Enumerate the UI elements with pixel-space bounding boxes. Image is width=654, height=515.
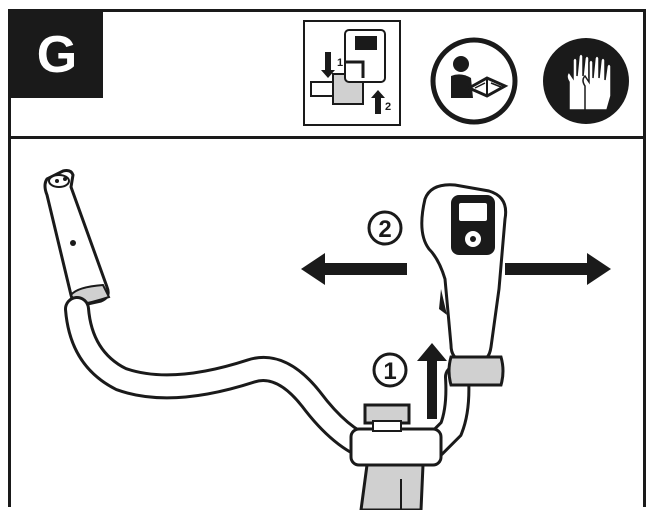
up-arrow-icon: [417, 343, 447, 419]
step-2-label: 2: [378, 216, 391, 243]
control-handle-icon: [420, 183, 508, 387]
assembly-thumbnail-icon: 1 2: [303, 20, 401, 126]
read-manual-icon: [429, 36, 519, 126]
thumbnail-step-1: 1: [337, 57, 343, 69]
right-arrow-icon: [505, 253, 611, 285]
step-1-label: 1: [383, 358, 396, 385]
instruction-panel: G 1 2: [8, 9, 646, 512]
step-1-marker: 1: [372, 352, 408, 388]
left-arrow-icon: [301, 253, 407, 285]
left-grip-icon: [43, 169, 111, 307]
panel-header: G 1 2: [11, 12, 643, 139]
assembly-illustration: 2 1: [11, 139, 643, 512]
thumbnail-step-2: 2: [385, 101, 391, 113]
step-2-marker: 2: [367, 210, 403, 246]
handlebar-tube-icon: [64, 296, 471, 462]
step-letter-badge: G: [11, 12, 103, 98]
center-clamp-icon: [349, 403, 443, 512]
wear-gloves-icon: [541, 36, 631, 126]
